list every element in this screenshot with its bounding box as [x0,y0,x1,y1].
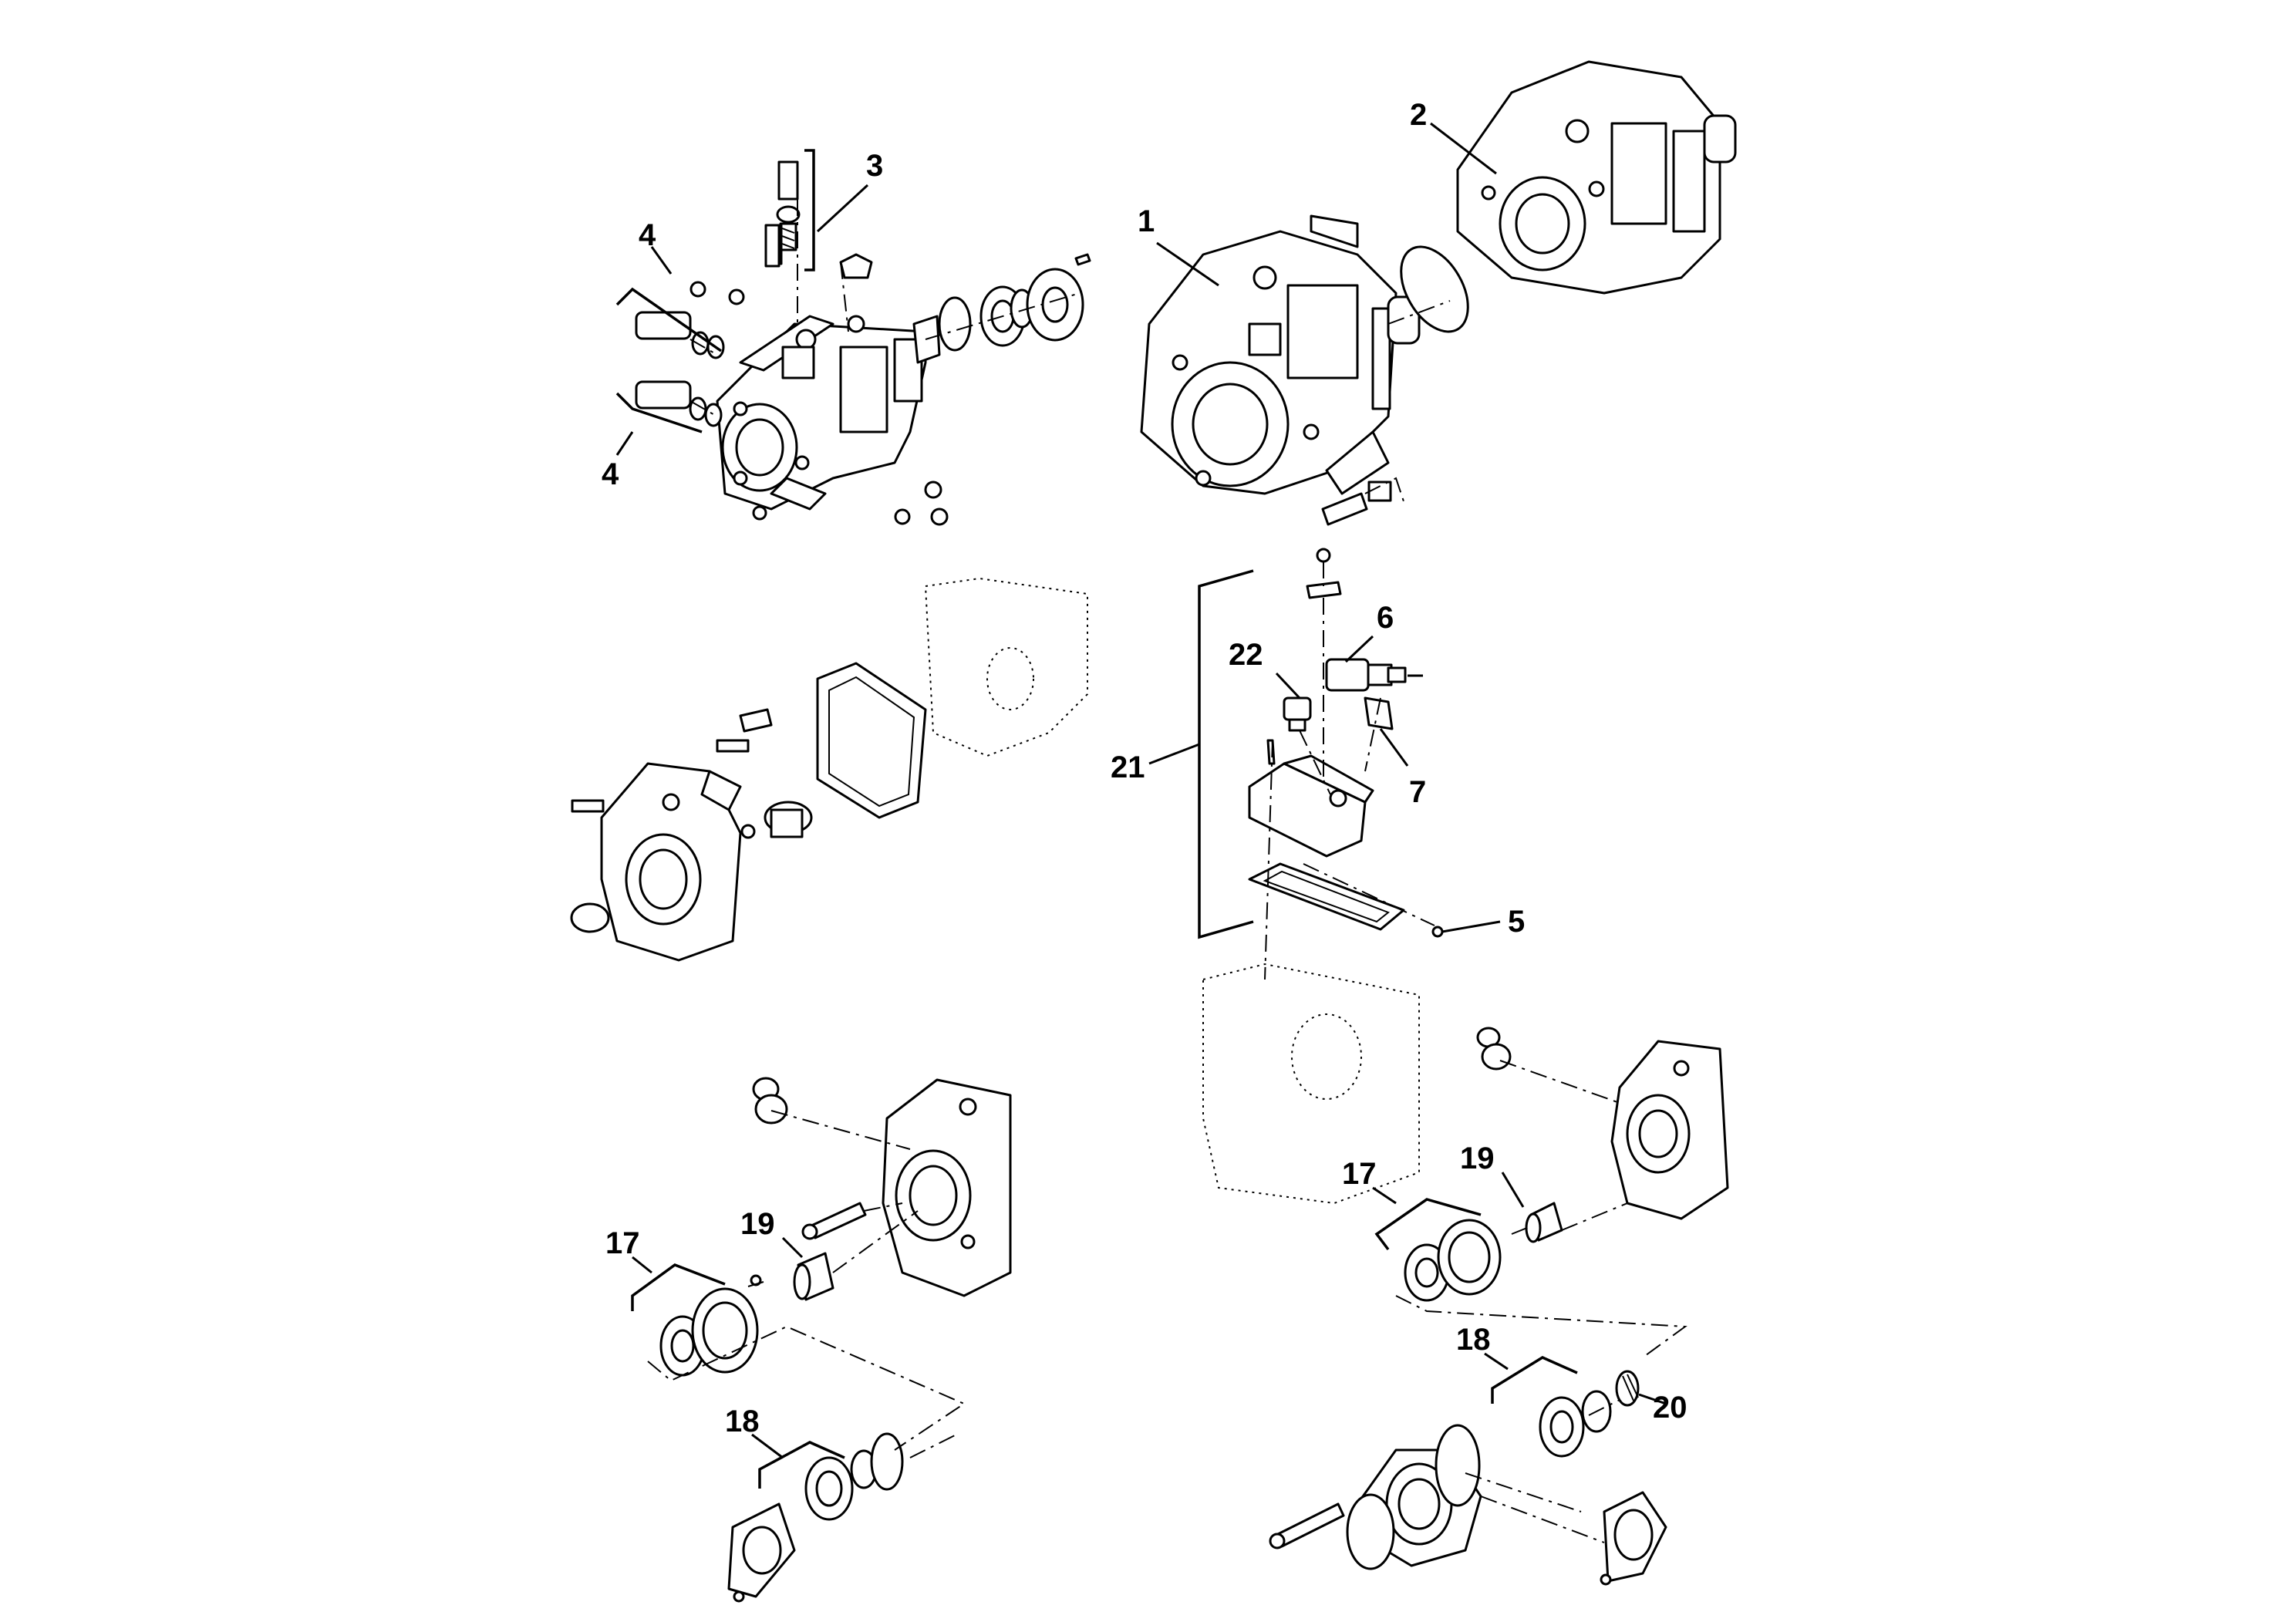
control-valve-housing [1248,754,1374,858]
callout-5: 5 [1508,905,1525,939]
callout-1: 1 [1138,204,1155,238]
callout-17-left: 17 [605,1226,640,1260]
bottom-right-flange [1269,1424,1482,1570]
callout-labels: 1 2 3 4 4 5 6 7 17 17 18 18 19 19 20 21 … [602,98,1687,1438]
relief-valve-4-lower [635,380,949,526]
assembly-centerlines [647,199,1687,1543]
seal-18-left [804,1432,904,1521]
ghost-housing-mid [924,577,1088,757]
plate-7 [1364,696,1394,730]
relief-valve-3 [764,160,873,279]
callout-2: 2 [1410,98,1427,132]
bottom-right-plug [1476,1027,1512,1071]
control-valve-gasket [1248,862,1405,931]
callout-18-right: 18 [1456,1323,1491,1357]
callout-22: 22 [1229,638,1263,672]
sensor-22 [1266,696,1312,765]
bottom-left-bolt [801,1202,867,1240]
bottom-left-plug [752,1077,788,1125]
bottom-left-housing [882,1078,1012,1297]
solenoid-6 [1306,548,1423,692]
left-pump-assembly [716,315,927,511]
ghost-housing-lower [1202,963,1420,1205]
hydraulic-pump-2 [1456,60,1737,295]
callout-17-right: 17 [1342,1157,1377,1191]
callout-19-right: 19 [1460,1141,1495,1175]
bushing-19-right [1525,1202,1563,1243]
callout-21: 21 [1111,750,1145,784]
callout-20: 20 [1653,1391,1687,1425]
callout-19-left: 19 [740,1207,775,1241]
bearing-17-right [1404,1219,1502,1302]
callout-3: 3 [866,149,883,183]
left-regulator-housing [570,708,813,962]
cover-plate-left [727,1502,796,1603]
callout-18-left: 18 [725,1404,760,1438]
pump-coupling-parts [1321,245,1469,526]
gasket-plate [816,662,927,819]
left-pump-seal-parts [912,253,1091,364]
relief-valve-4-upper [635,281,745,359]
callout-7: 7 [1409,775,1426,809]
seal-18-right [1539,1390,1612,1458]
cover-plate-right [1600,1491,1667,1586]
callout-leaders [615,122,1667,1489]
bushing-19-left [793,1252,834,1301]
callout-4-lower: 4 [602,457,619,491]
bottom-right-housing [1610,1040,1729,1220]
callout-6: 6 [1377,601,1394,635]
plug-5 [1431,926,1444,938]
bearing-20 [1615,1370,1640,1407]
hydraulic-pump-1 [1140,214,1421,495]
bearing-17-left [659,1274,762,1377]
callout-4-upper: 4 [639,218,656,252]
